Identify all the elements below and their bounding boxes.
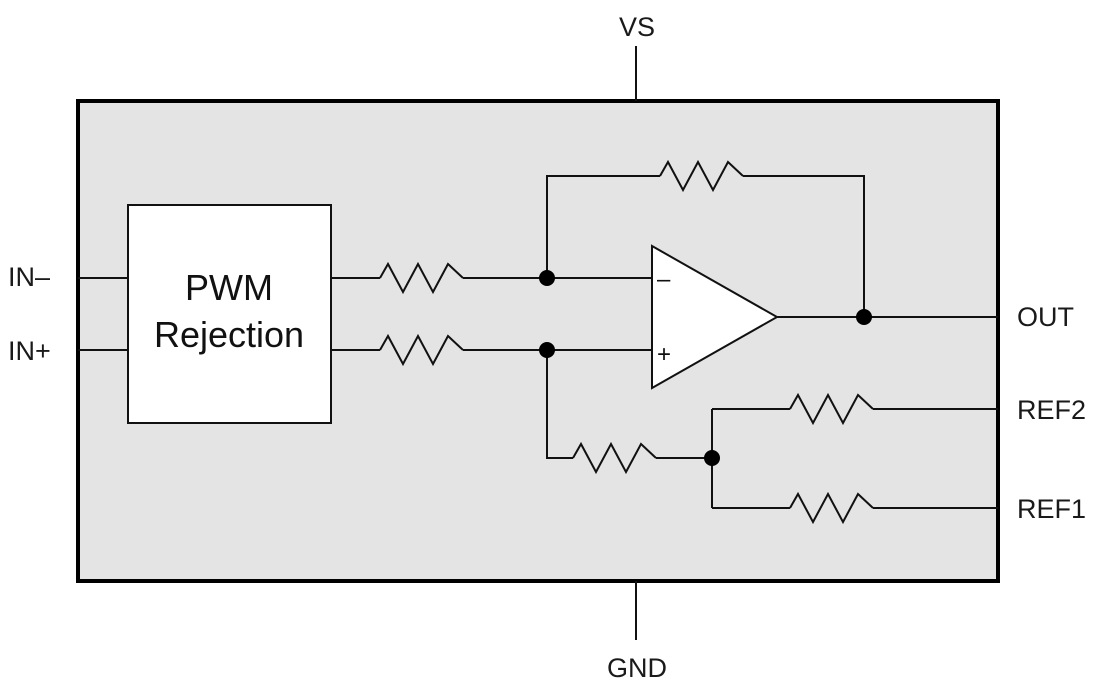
op-amp-minus-sign: – (657, 266, 671, 293)
junction-dot-inverting (539, 270, 555, 286)
feedback-wire-right (743, 175, 865, 317)
ref1-resistor (789, 491, 874, 525)
feedback-resistor (659, 159, 744, 193)
junction-dot-reference (704, 450, 720, 466)
gnd-pin-label: GND (607, 653, 667, 683)
input-resistor-minus (379, 261, 464, 295)
input-resistor-plus (379, 333, 464, 367)
ref-wire-down (546, 350, 573, 459)
in-minus-pin-label: IN– (8, 262, 50, 292)
op-amp-plus-sign: + (657, 341, 671, 368)
pwm-rejection-block (127, 204, 332, 424)
feedback-wire-left (546, 175, 660, 278)
ref-resistor-main (572, 441, 657, 475)
pwm-block-label-line2: Rejection (154, 314, 304, 355)
junction-dot-noninverting (539, 342, 555, 358)
junction-dot-output (856, 309, 872, 325)
ref2-pin-label: REF2 (1017, 395, 1086, 425)
pwm-block-label-line1: PWM (185, 267, 273, 308)
op-amp (651, 244, 780, 390)
in-plus-pin-label: IN+ (8, 336, 51, 366)
vs-pin-label: VS (619, 12, 655, 42)
ref1-pin-label: REF1 (1017, 494, 1086, 524)
ref2-resistor (789, 392, 874, 426)
out-pin-label: OUT (1017, 302, 1074, 332)
